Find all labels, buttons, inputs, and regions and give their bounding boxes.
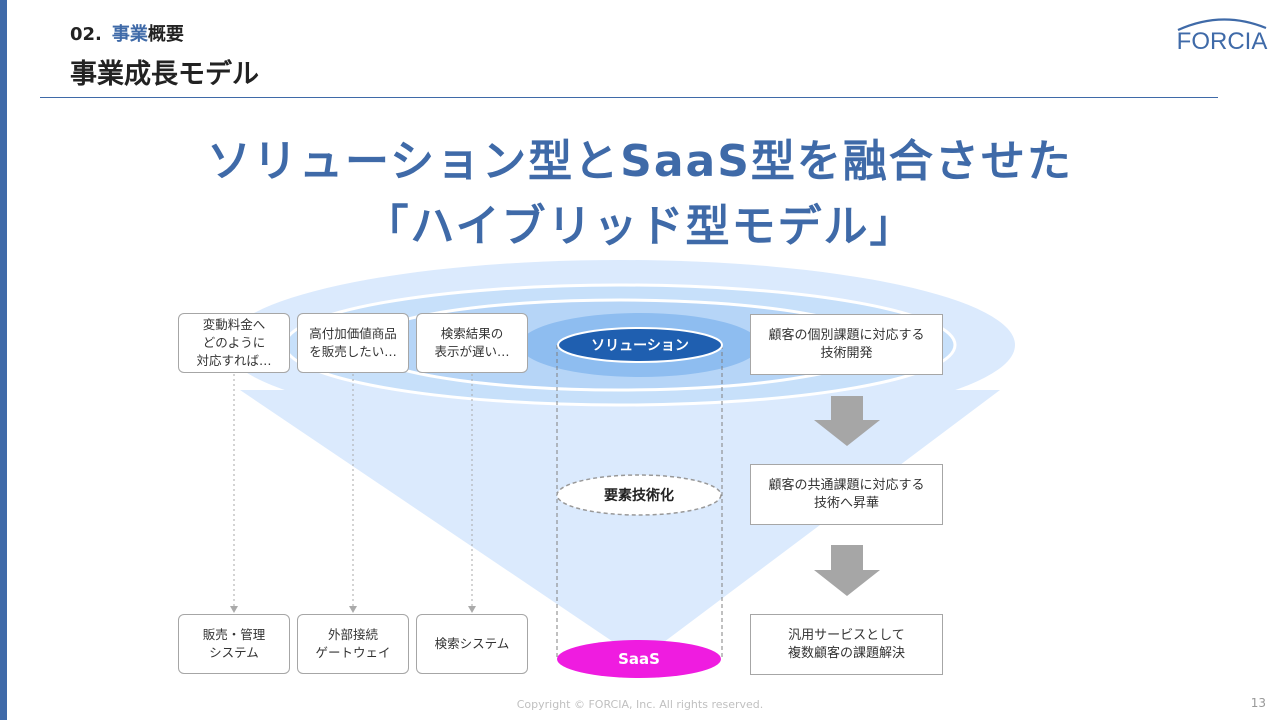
element-tech-pill-label: 要素技術化 (604, 488, 674, 504)
desc-box-common: 顧客の共通課題に対応する 技術へ昇華 (750, 464, 943, 525)
down-arrow-2 (814, 545, 880, 596)
saas-pill-shape (557, 640, 721, 678)
headline-line1: ソリューション型とSaaS型を融合させた (207, 136, 1073, 187)
system-box-gateway: 外部接続 ゲートウェイ (297, 614, 409, 674)
section-highlight: 事業 (111, 24, 148, 45)
section-name: 概要 (147, 24, 184, 45)
headline-line2: 「ハイブリッド型モデル」 (364, 201, 916, 252)
system-box-sales-management: 販売・管理 システム (178, 614, 290, 674)
saas-pill-label: SaaS (618, 650, 660, 668)
page-title: 事業成長モデル (70, 59, 259, 90)
problem-box-slow-search: 検索結果の 表示が遅い… (416, 313, 528, 373)
problem-box-high-value: 高付加価値商品 を販売したい… (297, 313, 409, 373)
section-number: 02. (70, 24, 102, 45)
page-number: 13 (1250, 696, 1266, 710)
funnel-cone (240, 390, 1000, 660)
connector-1-arrowhead (230, 606, 238, 613)
header-divider (40, 97, 1218, 98)
down-arrow-1 (814, 396, 880, 446)
forcia-logo: FORCIA (1177, 18, 1268, 55)
connector-3-arrowhead (468, 606, 476, 613)
section-label: 02. 事業概要 (70, 20, 184, 46)
problem-box-pricing: 変動料金へ どのように 対応すれば… (178, 313, 290, 373)
desc-box-individual: 顧客の個別課題に対応する 技術開発 (750, 314, 943, 375)
solution-pill-shape (557, 327, 723, 363)
svg-text:FORCIA: FORCIA (1177, 28, 1268, 55)
desc-box-general-service: 汎用サービスとして 複数顧客の課題解決 (750, 614, 943, 675)
connector-2-arrowhead (349, 606, 357, 613)
system-box-search: 検索システム (416, 614, 528, 674)
solution-pill-label: ソリューション (591, 338, 689, 354)
element-pill-shape (556, 474, 722, 516)
left-accent-bar (0, 0, 7, 720)
copyright-text: Copyright © FORCIA, Inc. All rights rese… (516, 698, 764, 711)
